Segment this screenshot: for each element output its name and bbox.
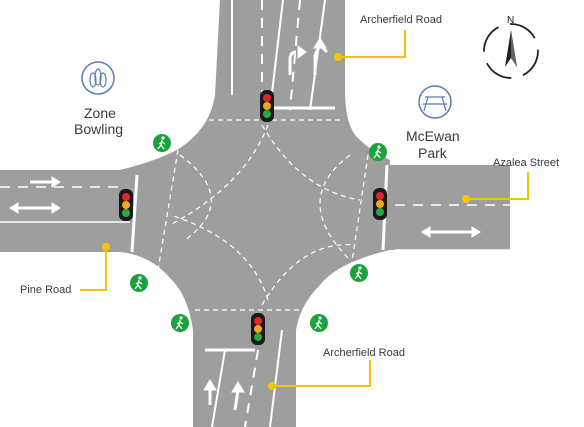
zone-bowling-line1: Zone <box>84 105 116 121</box>
intersection-guide-lines <box>157 119 369 311</box>
bowling-pins-icon <box>81 61 115 95</box>
traffic-signal-north <box>260 90 274 122</box>
zone-bowling-poi: Zone Bowling <box>74 61 123 137</box>
mcewan-park-line2: Park <box>418 145 448 161</box>
mcewan-park-poi: McEwan Park <box>406 85 460 161</box>
compass-icon <box>483 23 539 79</box>
arrow-head-icon <box>313 37 327 49</box>
pedestrian-icon <box>350 264 368 282</box>
compass: N <box>483 15 539 79</box>
lane-arrows <box>9 37 481 411</box>
label-pine: Pine Road <box>20 284 71 296</box>
mcewan-park-line1: McEwan <box>406 128 460 144</box>
traffic-signal-east <box>373 188 387 220</box>
pedestrian-icons <box>130 134 387 332</box>
picnic-table-icon <box>418 85 452 119</box>
zone-bowling-line2: Bowling <box>74 121 123 137</box>
traffic-signal-west <box>119 189 133 221</box>
compass-north-label: N <box>507 15 514 26</box>
arrow-south-right-icon <box>233 389 240 411</box>
pedestrian-icon <box>130 274 148 292</box>
pedestrian-icon <box>153 134 171 152</box>
leader-lines <box>80 30 529 387</box>
road-surfaces <box>0 0 510 427</box>
pedestrian-icon <box>310 314 328 332</box>
traffic-signal-south <box>251 313 265 345</box>
lane-markings <box>0 0 510 427</box>
arrow-turn-icon <box>288 50 297 75</box>
pedestrian-icon <box>171 314 189 332</box>
pedestrian-icon <box>369 143 387 161</box>
label-archerfield-south: Archerfield Road <box>323 347 405 359</box>
leader-dots <box>102 53 470 390</box>
label-archerfield-north: Archerfield Road <box>360 14 442 26</box>
label-azalea: Azalea Street <box>493 157 559 169</box>
